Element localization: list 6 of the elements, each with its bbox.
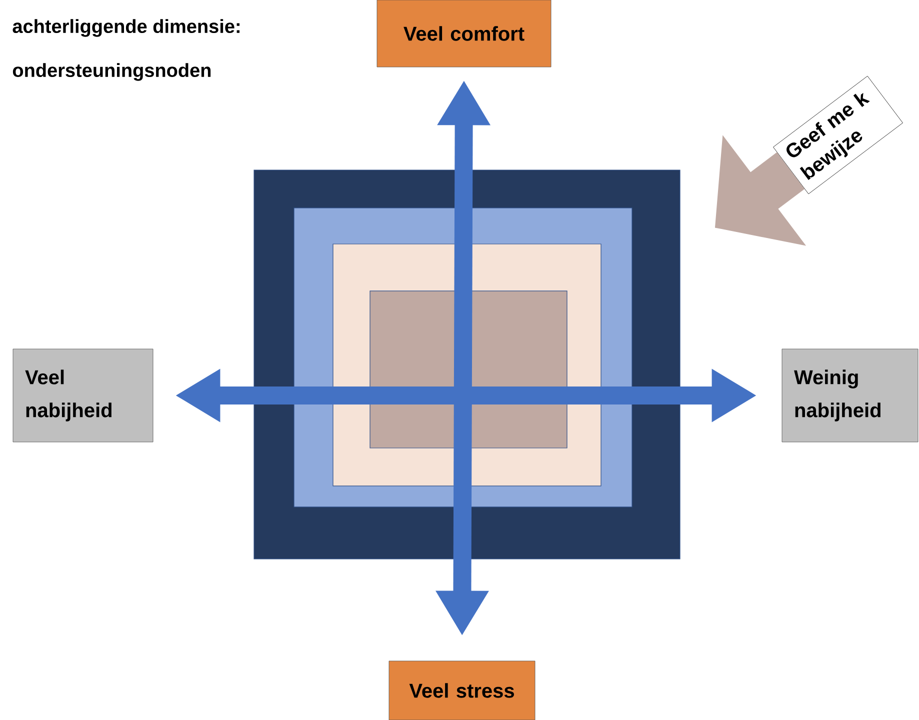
label-box: Veel stress [388, 660, 536, 720]
heading-text: ondersteuningsnoden [12, 63, 211, 81]
label-box: Weinig nabijheid [782, 348, 918, 442]
label-box: Veel comfort [376, 0, 552, 68]
heading-text: achterliggende dimensie: [12, 19, 240, 37]
label-box: Veel nabijheid [12, 348, 154, 442]
